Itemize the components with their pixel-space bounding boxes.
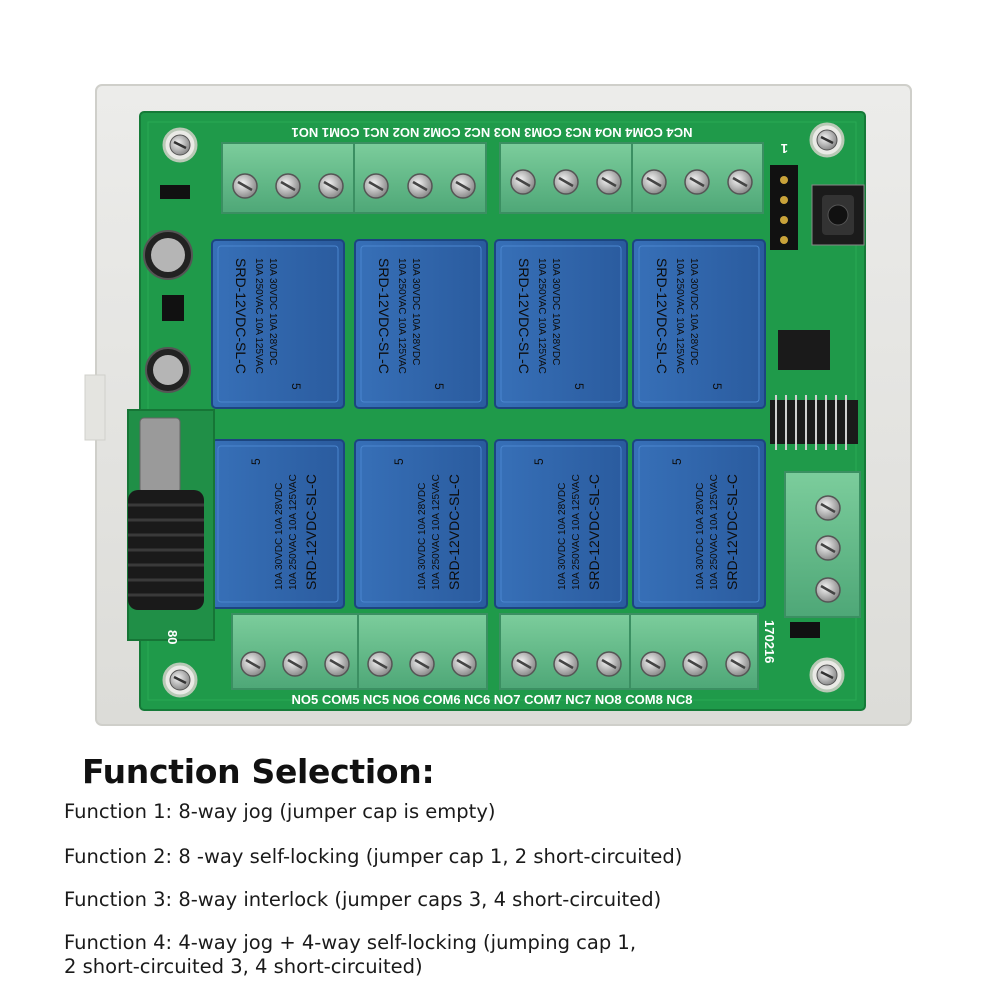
- svg-text:5: 5: [249, 458, 263, 465]
- function-4-text: Function 4: 4-way jog + 4-way self-locki…: [64, 931, 637, 954]
- top-terminal-labels: NC4 COM4 NO4 NC3 COM3 NO3 NC2 COM2 NO2 N…: [292, 125, 693, 140]
- svg-text:5: 5: [572, 383, 586, 390]
- bottom-terminal-block: [231, 613, 759, 690]
- svg-text:10A 30VDC 10A 28VDC: 10A 30VDC 10A 28VDC: [274, 483, 285, 590]
- svg-text:10A 250VAC 10A 125VAC: 10A 250VAC 10A 125VAC: [674, 258, 685, 374]
- svg-text:10A 250VAC 10A 125VAC: 10A 250VAC 10A 125VAC: [396, 258, 407, 374]
- top-terminal-block: [221, 142, 764, 214]
- function-3-text: Function 3: 8-way interlock (jumper caps…: [64, 888, 662, 911]
- function-selection-heading: Function Selection:: [82, 752, 435, 791]
- svg-text:SRD-12VDC-SL-C: SRD-12VDC-SL-C: [586, 474, 602, 590]
- svg-text:10A 30VDC 10A 28VDC: 10A 30VDC 10A 28VDC: [417, 483, 428, 590]
- relay-labels: SRD-12VDC-SL-C 10A 250VAC 10A 125VAC 10A…: [233, 258, 740, 590]
- svg-text:SRD-12VDC-SL-C: SRD-12VDC-SL-C: [724, 474, 740, 590]
- svg-text:5: 5: [670, 458, 684, 465]
- svg-text:10A 30VDC 10A 28VDC: 10A 30VDC 10A 28VDC: [550, 258, 561, 365]
- svg-text:10A 30VDC 10A 28VDC: 10A 30VDC 10A 28VDC: [557, 483, 568, 590]
- svg-text:10A 250VAC 10A 125VAC: 10A 250VAC 10A 125VAC: [431, 474, 442, 590]
- jumper-label: 1: [781, 141, 788, 156]
- power-terminal: [784, 471, 861, 618]
- svg-text:10A 250VAC 10A 125VAC: 10A 250VAC 10A 125VAC: [709, 474, 720, 590]
- svg-text:10A 30VDC 10A 28VDC: 10A 30VDC 10A 28VDC: [410, 258, 421, 365]
- svg-text:10A 250VAC 10A 125VAC: 10A 250VAC 10A 125VAC: [536, 258, 547, 374]
- relay-board-photo: NC4 COM4 NO4 NC3 COM3 NO3 NC2 COM2 NO2 N…: [84, 84, 912, 726]
- svg-text:10A 250VAC 10A 125VAC: 10A 250VAC 10A 125VAC: [571, 474, 582, 590]
- function-2-text: Function 2: 8 -way self-locking (jumper …: [64, 845, 683, 868]
- mounting-hole: [162, 662, 198, 698]
- svg-text:10A 30VDC 10A 28VDC: 10A 30VDC 10A 28VDC: [695, 483, 706, 590]
- antenna-coil: [128, 490, 204, 610]
- jumper-header: [770, 165, 798, 250]
- bottom-terminal-labels: NO5 COM5 NC5 NO6 COM6 NC6 NO7 COM7 NC7 N…: [292, 692, 693, 707]
- capacitor: [143, 230, 193, 393]
- svg-text:5: 5: [392, 458, 406, 465]
- svg-text:SRD-12VDC-SL-C: SRD-12VDC-SL-C: [233, 258, 249, 374]
- svg-text:SRD-12VDC-SL-C: SRD-12VDC-SL-C: [516, 258, 532, 374]
- svg-text:5: 5: [532, 458, 546, 465]
- board-code: 170216: [762, 620, 777, 663]
- svg-text:SRD-12VDC-SL-C: SRD-12VDC-SL-C: [376, 258, 392, 374]
- svg-text:SRD-12VDC-SL-C: SRD-12VDC-SL-C: [654, 258, 670, 374]
- svg-text:5: 5: [289, 383, 303, 390]
- mounting-hole: [809, 122, 845, 158]
- svg-text:5: 5: [432, 383, 446, 390]
- svg-text:10A 30VDC 10A 28VDC: 10A 30VDC 10A 28VDC: [688, 258, 699, 365]
- function-1-text: Function 1: 8-way jog (jumper cap is emp…: [64, 800, 496, 823]
- svg-text:10A 250VAC 10A 125VAC: 10A 250VAC 10A 125VAC: [288, 474, 299, 590]
- ic-chip: [770, 330, 858, 444]
- svg-text:10A 30VDC 10A 28VDC: 10A 30VDC 10A 28VDC: [267, 258, 278, 365]
- push-button: [811, 184, 865, 246]
- svg-text:10A 250VAC 10A 125VAC: 10A 250VAC 10A 125VAC: [253, 258, 264, 374]
- board-code-left: 80: [165, 630, 180, 644]
- svg-text:SRD-12VDC-SL-C: SRD-12VDC-SL-C: [446, 474, 462, 590]
- mounting-hole: [162, 127, 198, 163]
- svg-text:5: 5: [710, 383, 724, 390]
- mounting-hole: [809, 657, 845, 693]
- svg-text:SRD-12VDC-SL-C: SRD-12VDC-SL-C: [303, 474, 319, 590]
- function-4-text-continued: 2 short-circuited 3, 4 short-circuited): [64, 955, 423, 978]
